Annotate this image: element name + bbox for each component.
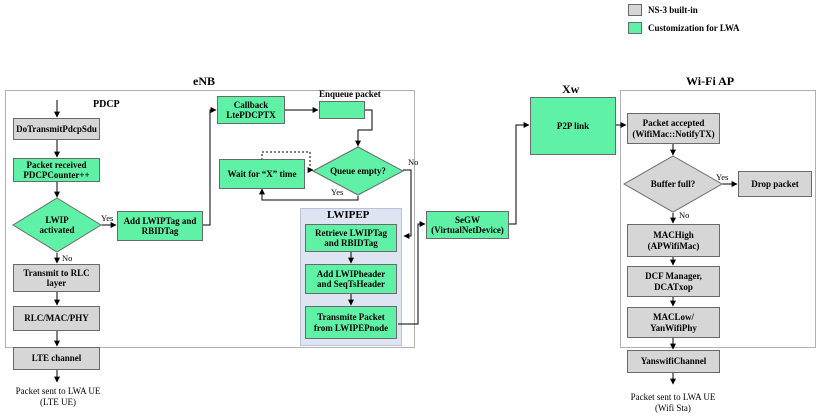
sent-to-lte-ue-caption: Packet sent to LWA UE (LTE UE): [15, 386, 101, 407]
wait-x-time-box: Wait for “X” time: [219, 159, 305, 189]
buffer-no-label: No: [679, 210, 690, 220]
lte-channel-box: LTE channel: [13, 347, 100, 370]
queue-empty-diamond: [311, 146, 405, 196]
callback-ltepdcptx-box: Callback LtePDCPTX: [217, 96, 285, 124]
enb-title: eNB: [193, 74, 215, 88]
wifi-ap-title: Wi-Fi AP: [686, 74, 735, 88]
maclow-box: MACLow/ YanWifiPhy: [627, 307, 720, 338]
buffer-yes-label: Yes: [716, 172, 729, 182]
lwip-no-label: No: [62, 253, 73, 263]
do-transmit-pdcp-sdu-box: DoTransmitPdcpSdu: [13, 118, 100, 140]
drop-packet-box: Drop packet: [738, 171, 812, 197]
legend-custom-swatch: [628, 22, 642, 34]
queue-no-label: No: [408, 157, 419, 167]
transmit-to-rlc-box: Transmit to RLC layer: [13, 264, 100, 292]
enqueue-packet-label: Enqueue packet: [319, 89, 381, 99]
segw-box: SeGW (VirtualNetDevice): [426, 211, 509, 239]
add-lwip-header-box: Add LWIPheader and SeqTsHeader: [305, 264, 397, 294]
legend-custom-label: Customization for LWA: [648, 23, 740, 33]
queue-yes-label: Yes: [331, 187, 344, 197]
enb-region: [5, 90, 415, 348]
sent-to-wifi-sta-caption: Packet sent to LWA UE (Wifi Sta): [630, 392, 716, 413]
lwip-activated-diamond: [12, 197, 102, 253]
p2p-link-box: P2P link: [530, 97, 616, 155]
lwip-activated-label: LWIP activated: [39, 214, 75, 235]
xw-title: Xw: [562, 82, 580, 96]
packet-queue: [319, 101, 365, 119]
legend-builtin-label: NS-3 built-in: [648, 5, 698, 15]
transmit-packet-lwipep-box: Transmite Packet from LWIPEPnode: [305, 306, 397, 339]
queue-empty-label: Queue empty?: [330, 165, 386, 176]
lwipep-title: LWIPEP: [327, 209, 370, 221]
add-lwip-tag-box: Add LWIPTag and RBIDTag: [117, 211, 203, 241]
retrieve-lwip-tag-box: Retrieve LWIPTag and RBIDTag: [305, 224, 397, 252]
lwip-yes-label: Yes: [101, 213, 114, 223]
machigh-box: MACHigh (APWifiMac): [627, 224, 720, 257]
wifi-ap-region: [620, 90, 816, 348]
packet-received-box: Packet received PDCPCounter++: [13, 158, 100, 182]
legend-builtin-swatch: [628, 4, 642, 16]
packet-accepted-box: Packet accepted (WifiMac::NotifyTX): [627, 113, 720, 144]
pdcp-title: PDCP: [93, 99, 120, 110]
yanswifichannel-box: YanswifiChannel: [627, 350, 720, 373]
rlc-mac-phy-box: RLC/MAC/PHY: [13, 306, 100, 331]
buffer-full-label: Buffer full?: [650, 178, 696, 189]
dcf-manager-box: DCF Manager, DCATxop: [627, 266, 720, 297]
buffer-full-diamond: [622, 155, 724, 213]
